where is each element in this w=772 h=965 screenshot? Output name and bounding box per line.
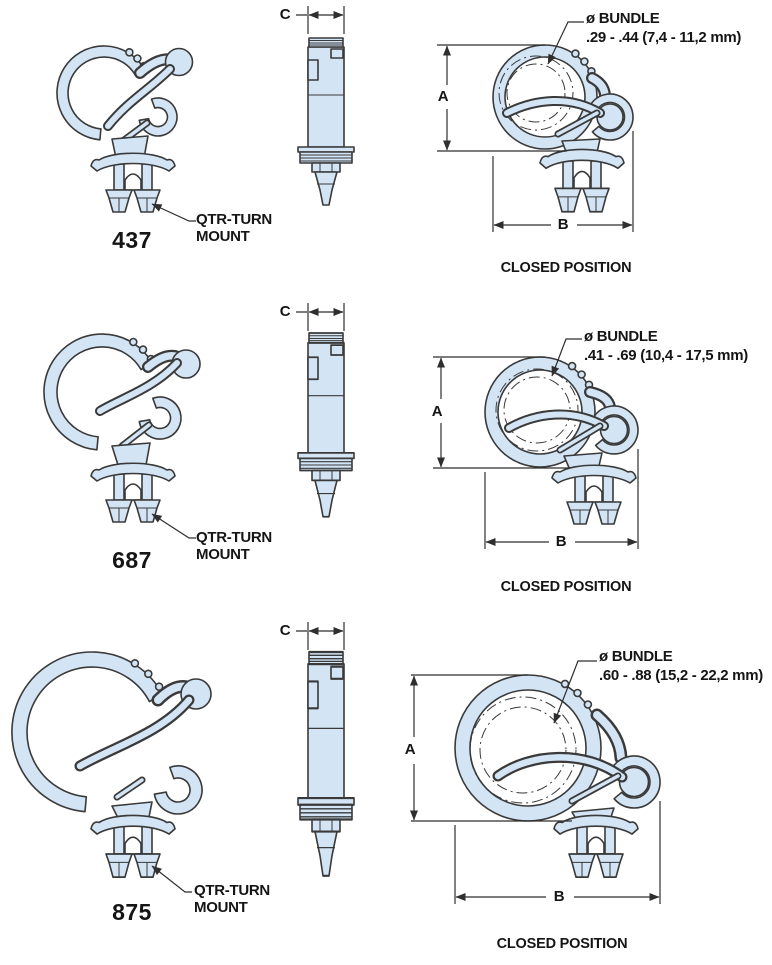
open-view-drawing-437 — [56, 45, 196, 222]
mount-pin-front-view — [296, 650, 356, 877]
dim-c-extension-lines — [296, 6, 345, 34]
mount-callout-label: QTR-TURN MOUNT — [196, 529, 272, 564]
part-number-label: 875 — [112, 899, 152, 925]
bundle-max-phantom-circle — [469, 696, 577, 804]
bundle-diameter-label: ø BUNDLE — [586, 10, 660, 27]
dim-c-label: C — [279, 6, 291, 23]
row-687-drawings — [43, 303, 639, 549]
dim-a-label: A — [404, 741, 416, 758]
mount-callout-label: QTR-TURN MOUNT — [194, 882, 270, 917]
open-view-drawing-687 — [43, 333, 201, 539]
latch-hook — [138, 396, 182, 440]
qtr-turn-mount-drawing — [90, 152, 176, 213]
latch-hook — [138, 97, 178, 137]
closed-view-drawing-875 — [410, 660, 661, 904]
dim-b-label: B — [553, 888, 565, 905]
bundle-range-label: .41 - .69 (10,4 - 17,5 mm) — [584, 347, 748, 364]
dim-c-extension-lines — [296, 303, 345, 331]
mount-pin-front-view — [297, 37, 355, 206]
bundle-range-label: .60 - .88 (15,2 - 22,2 mm) — [599, 667, 763, 684]
dim-a-extension-lines — [437, 44, 567, 152]
dim-c-label: C — [279, 303, 291, 320]
bundle-leader-line — [553, 660, 597, 724]
dim-c-label: C — [279, 622, 291, 639]
row-437-drawings — [56, 6, 634, 232]
front-view-drawing-875 — [296, 622, 356, 877]
qtr-turn-mount-drawing — [553, 814, 639, 878]
mount-callout-label: QTR-TURN MOUNT — [196, 211, 272, 246]
latch-hook — [153, 765, 203, 815]
bundle-max-phantom-circle — [495, 368, 579, 452]
mount-leader-line — [151, 865, 192, 893]
closed-view-drawing-687 — [433, 338, 639, 549]
dim-a-label: A — [431, 403, 443, 420]
front-view-drawing-687 — [296, 303, 355, 518]
bundle-diameter-label: ø BUNDLE — [584, 328, 658, 345]
closed-view-drawing-437 — [437, 21, 634, 232]
bundle-min-phantom-circle — [506, 63, 566, 123]
closed-position-caption: CLOSED POSITION — [500, 260, 632, 276]
open-view-drawing-875 — [11, 651, 212, 893]
bundle-range-label: .29 - .44 (7,4 - 11,2 mm) — [586, 29, 742, 46]
mount-pin-front-view — [297, 332, 355, 518]
bundle-max-phantom-circle — [498, 55, 574, 131]
mount-leader-line — [151, 513, 196, 539]
qtr-turn-mount-drawing — [90, 462, 176, 523]
bundle-leader-line — [551, 338, 582, 377]
front-view-drawing-437 — [296, 6, 355, 206]
closed-position-caption: CLOSED POSITION — [496, 936, 628, 952]
dim-c-extension-lines — [296, 622, 345, 650]
part-number-label: 687 — [112, 547, 152, 573]
dim-b-label: B — [557, 216, 569, 233]
qtr-turn-mount-drawing — [539, 148, 625, 213]
closed-position-caption: CLOSED POSITION — [500, 579, 632, 595]
mount-leader-line — [151, 203, 196, 222]
bundle-diameter-label: ø BUNDLE — [599, 648, 673, 665]
dim-b-extension-lines — [454, 801, 661, 904]
qtr-turn-mount-drawing — [90, 814, 176, 878]
row-875-drawings — [11, 622, 661, 904]
part-number-label: 437 — [112, 227, 152, 253]
dim-a-extension-lines — [433, 356, 570, 469]
dim-a-extension-lines — [411, 674, 572, 822]
bundle-min-phantom-circle — [479, 706, 567, 794]
dim-a-label: A — [437, 88, 449, 105]
dim-b-extension-lines — [492, 131, 634, 232]
dim-b-label: B — [555, 533, 567, 550]
bundle-leader-line — [547, 21, 584, 65]
qtr-turn-mount-drawing — [551, 464, 637, 525]
dim-b-extension-lines — [484, 449, 639, 549]
